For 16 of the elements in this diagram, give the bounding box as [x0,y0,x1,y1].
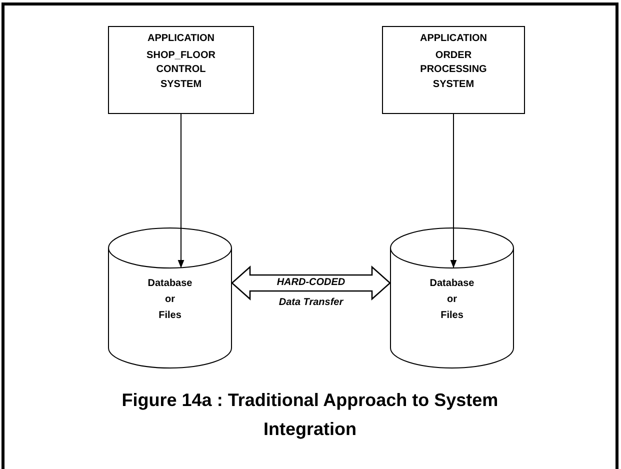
node-heading: APPLICATION [147,32,215,46]
figure-caption: Figure 14a : Traditional Approach to System Integration [120,389,500,441]
database-label: Database or Files [146,277,194,323]
database-cylinder [108,228,232,368]
arrow [178,114,184,268]
database-label: Database or Files [428,277,476,323]
node-label: SHOP_FLOOR CONTROL SYSTEM [146,48,216,92]
application-box [382,26,525,114]
node-label: ORDER PROCESSING SYSTEM [420,48,487,92]
double-arrow [231,266,391,300]
transfer-label: Data Transfer [278,297,344,308]
node-heading: APPLICATION [420,32,488,46]
database-cylinder [390,228,514,368]
edge-label: HARD-CODED [276,276,346,290]
arrow [450,114,457,268]
application-box [108,26,254,114]
